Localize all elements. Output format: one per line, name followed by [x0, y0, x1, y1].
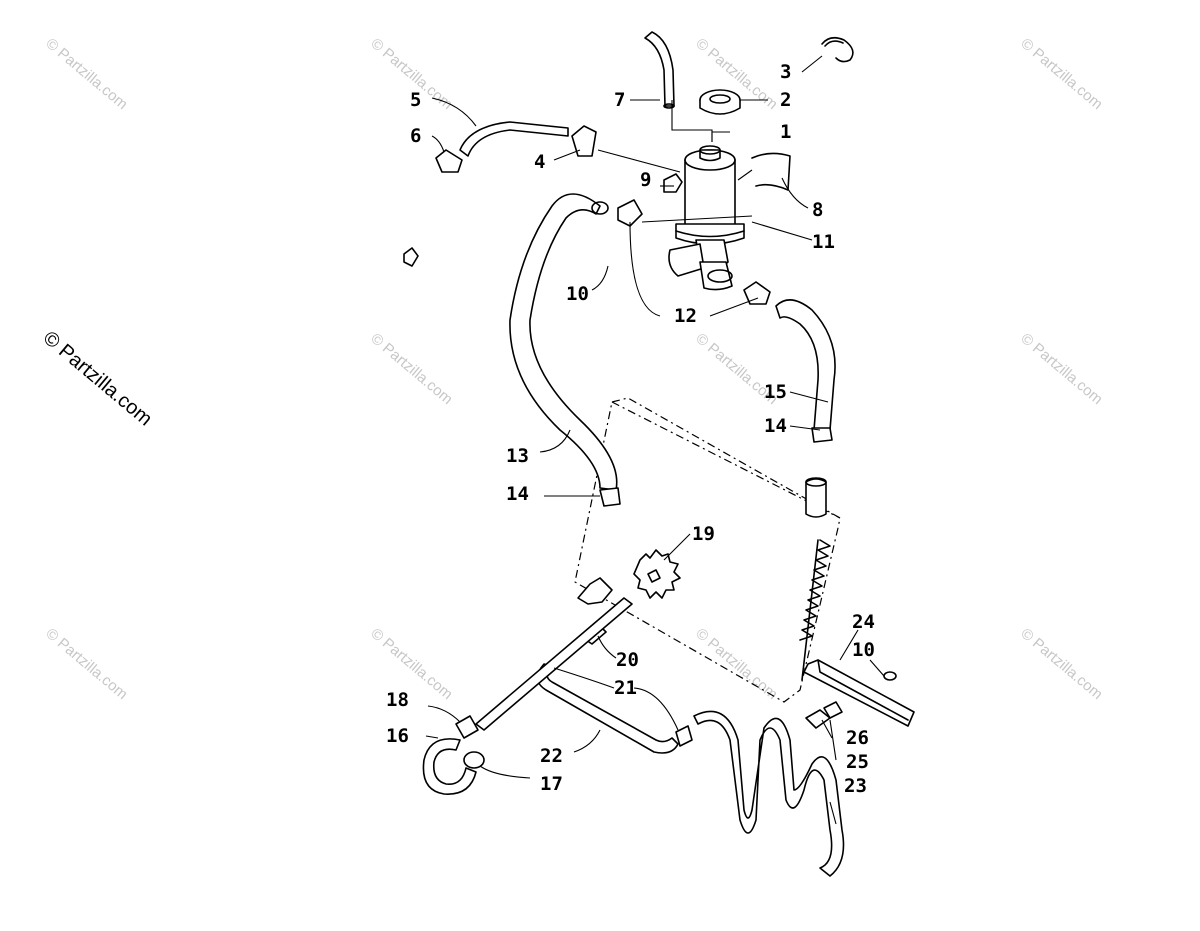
callout-8: 8	[812, 199, 823, 221]
overflow-hose-7	[644, 31, 675, 109]
ring-clamp	[821, 36, 854, 63]
watermark-9: © Partzilla.com	[367, 625, 455, 703]
callout-14-right: 14	[764, 415, 787, 437]
strap-8	[751, 152, 791, 191]
callout-1: 1	[780, 121, 791, 143]
bracket-24	[803, 659, 915, 729]
watermark-1: © Partzilla.com	[42, 35, 130, 113]
coolant-bottle	[668, 145, 745, 291]
watermark-11: © Partzilla.com	[1017, 625, 1105, 703]
fittings	[403, 173, 683, 267]
callout-15: 15	[764, 381, 787, 403]
radiator	[574, 397, 841, 703]
callout-10-upper: 10	[566, 283, 589, 305]
callout-7: 7	[614, 89, 625, 111]
callout-2: 2	[780, 89, 791, 111]
watermark-4: © Partzilla.com	[1017, 35, 1105, 113]
watermark-8: © Partzilla.com	[42, 625, 130, 703]
callout-5: 5	[410, 89, 421, 111]
callout-11: 11	[812, 231, 835, 253]
hoses-bottom	[475, 597, 693, 754]
callout-20: 20	[616, 649, 639, 671]
callout-26: 26	[846, 727, 869, 749]
hose-23	[693, 710, 845, 877]
callout-12: 12	[674, 305, 697, 327]
watermark-prominent: © Partzilla.com	[39, 327, 156, 430]
callout-14-left: 14	[506, 483, 529, 505]
callout-16: 16	[386, 725, 409, 747]
watermark-7: © Partzilla.com	[1017, 330, 1105, 408]
watermark-10: © Partzilla.com	[692, 625, 780, 703]
callout-22: 22	[540, 745, 563, 767]
hose-16	[422, 715, 485, 795]
callout-21: 21	[614, 677, 637, 699]
leader-lines	[425, 55, 885, 825]
callout-6: 6	[410, 125, 421, 147]
vent-hose-5	[435, 121, 597, 173]
callouts: 1 2 3 4 5 6 7 8 9 10 11 12 13 14 15 14 1…	[386, 61, 875, 797]
callout-13: 13	[506, 445, 529, 467]
callout-4: 4	[534, 151, 545, 173]
callout-17: 17	[540, 773, 563, 795]
radiator-cap	[699, 89, 741, 115]
sensor-19	[633, 549, 681, 599]
callout-23: 23	[844, 775, 867, 797]
callout-19: 19	[692, 523, 715, 545]
watermark-5: © Partzilla.com	[367, 330, 455, 408]
upper-hose-13	[509, 193, 643, 507]
callout-10-lower: 10	[852, 639, 875, 661]
callout-18: 18	[386, 689, 409, 711]
hose-15	[743, 281, 836, 443]
callout-24: 24	[852, 611, 875, 633]
callout-9: 9	[640, 169, 651, 191]
callout-25: 25	[846, 751, 869, 773]
callout-3: 3	[780, 61, 791, 83]
